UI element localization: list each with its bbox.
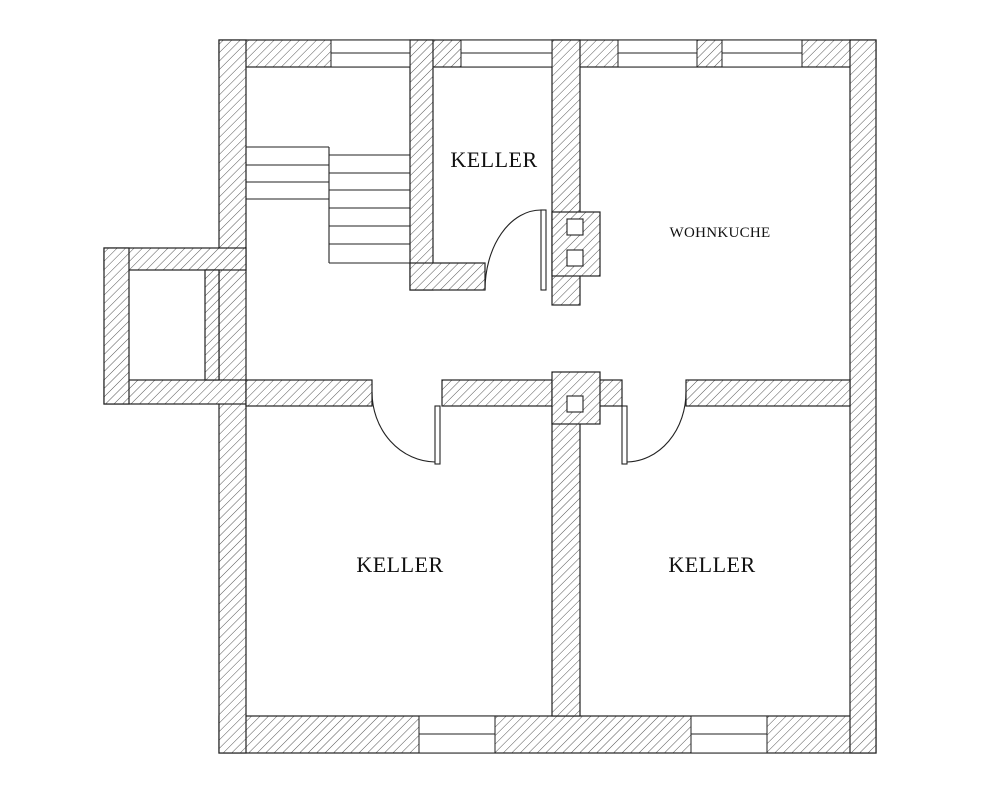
window-wohnkuche-2 — [721, 39, 803, 68]
window-wohnkuche-1 — [617, 39, 698, 68]
flue-1 — [566, 218, 584, 236]
wall-mid-left — [245, 379, 373, 407]
room-label-keller-left: KELLER — [356, 552, 443, 577]
annex-walls — [103, 247, 247, 405]
wall-keller-top-left — [409, 39, 434, 291]
wall-mid-right — [685, 379, 851, 407]
window-keller-left — [418, 715, 496, 754]
staircase — [246, 146, 410, 264]
room-label-wohnkuche: WOHNKUCHE — [669, 225, 770, 241]
chimney-flues — [566, 218, 584, 413]
annex-right-wall — [204, 269, 220, 381]
doors — [371, 209, 687, 465]
wall-right — [849, 39, 877, 754]
room-label-keller-top: KELLER — [450, 147, 537, 172]
interior-walls — [245, 39, 851, 717]
door-keller-top — [484, 209, 547, 291]
door-keller-right — [621, 391, 687, 465]
windows — [330, 39, 803, 754]
window-keller-right — [690, 715, 768, 754]
window-stair — [330, 39, 411, 68]
flue-3 — [566, 395, 584, 413]
room-labels: KELLER WOHNKUCHE KELLER KELLER — [356, 147, 770, 577]
annex-left-wall — [103, 247, 130, 405]
flue-2 — [566, 249, 584, 267]
room-label-keller-right: KELLER — [668, 552, 755, 577]
wall-bottom — [218, 715, 877, 754]
wall-lower-center — [551, 379, 581, 717]
wall-keller-top-bottom — [409, 262, 486, 291]
door-keller-left — [371, 391, 441, 465]
window-keller-top — [460, 39, 553, 68]
